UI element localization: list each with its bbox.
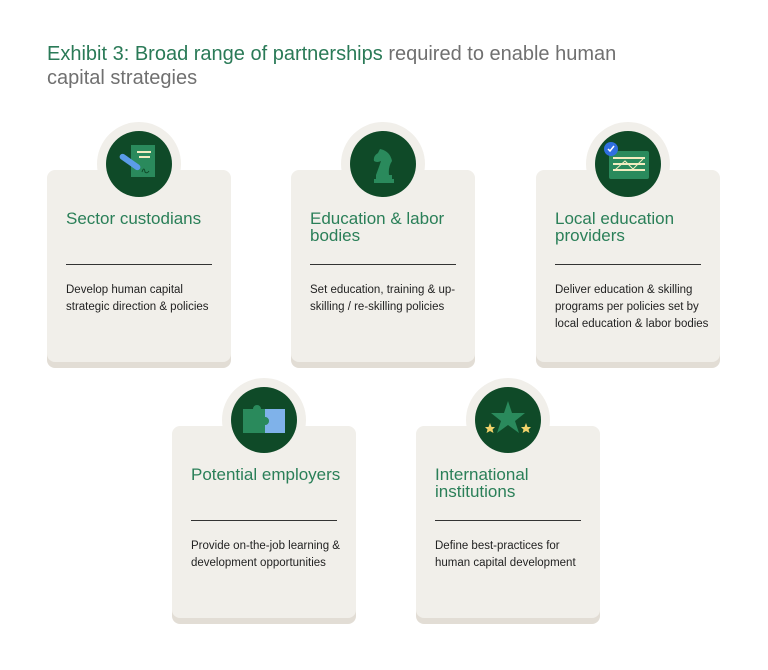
- card-local-education-providers: Local education providers Deliver educat…: [536, 122, 720, 362]
- card-title: Potential employers: [191, 465, 341, 484]
- card-description: Provide on-the-job learning & developmen…: [191, 540, 340, 569]
- verified-chart-icon: [595, 131, 661, 197]
- card-potential-employers: Potential employers Provide on-the-job l…: [172, 378, 356, 618]
- divider: [310, 264, 456, 265]
- stars-icon: [475, 387, 541, 453]
- title-highlight: Exhibit 3: Broad range of partnerships: [47, 43, 383, 65]
- chess-knight-icon: [350, 131, 416, 197]
- divider: [66, 264, 212, 265]
- card-title: International institutions: [435, 465, 529, 501]
- signed-document-icon: [106, 131, 172, 197]
- card-international-institutions: International institutions Define best-p…: [416, 378, 600, 618]
- card-education-labor-bodies: Education & labor bodies Set education, …: [291, 122, 475, 362]
- divider: [555, 264, 701, 265]
- card-description: Set education, training & up-skilling / …: [310, 284, 456, 313]
- divider: [191, 520, 337, 521]
- card-title: Education & labor bodies: [310, 209, 445, 245]
- card-sector-custodians: Sector custodians Develop human capital …: [47, 122, 231, 362]
- card-title: Sector custodians: [66, 209, 202, 228]
- card-title: Local education providers: [555, 209, 675, 245]
- exhibit-title: Exhibit 3: Broad range of partnerships r…: [47, 42, 647, 90]
- card-description: Define best-practices for human capital …: [435, 540, 576, 569]
- puzzle-icon: [231, 387, 297, 453]
- title-rest: required to enable human capital strateg…: [47, 43, 617, 89]
- divider: [435, 520, 581, 521]
- card-description: Develop human capital strategic directio…: [66, 284, 209, 313]
- card-description: Deliver education & skilling programs pe…: [555, 284, 709, 330]
